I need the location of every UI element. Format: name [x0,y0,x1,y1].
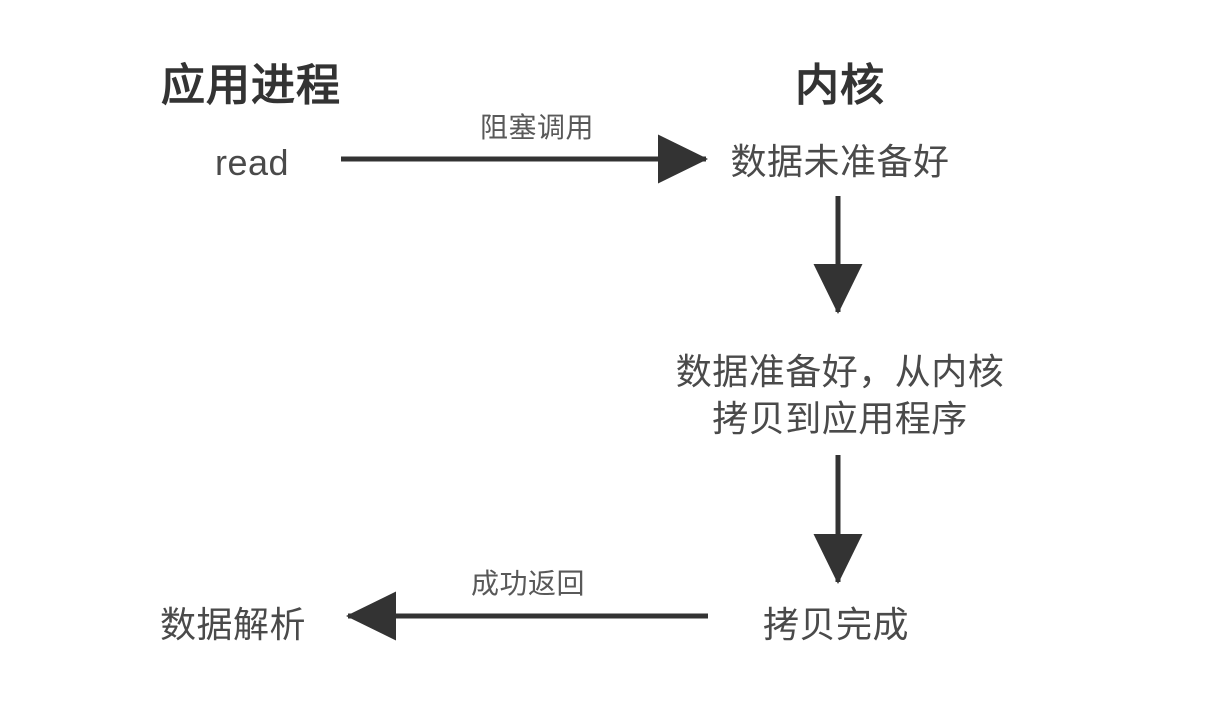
node-data-ready-line2: 拷贝到应用程序 [712,398,968,439]
column-title-kernel: 内核 [795,61,885,110]
node-data-ready-line1: 数据准备好，从内核 [675,351,1005,392]
edge-label-success-return: 成功返回 [470,568,586,599]
node-read: read [214,142,290,183]
node-copy-done: 拷贝完成 [762,604,910,645]
edge-label-blocking-call: 阻塞调用 [479,112,595,143]
node-data-not-ready: 数据未准备好 [730,141,950,182]
node-data-parse: 数据解析 [159,604,307,645]
column-title-app-process: 应用进程 [161,61,341,110]
